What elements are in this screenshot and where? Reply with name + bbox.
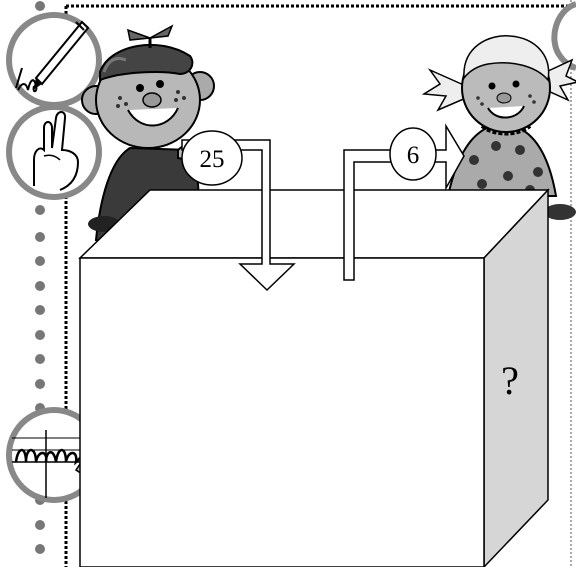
machine-box	[78, 188, 550, 567]
input-number-oval: 25	[181, 130, 243, 186]
box-front-face	[79, 257, 485, 567]
box-top-face	[78, 189, 550, 259]
input-number: 25	[200, 146, 225, 173]
girl-cartoon	[421, 35, 576, 220]
box-side-label: ?	[501, 358, 519, 403]
output-number: 6	[407, 142, 420, 169]
pencil-icon	[6, 12, 102, 108]
hand-two-fingers-icon	[6, 104, 102, 200]
output-number-oval: 6	[389, 127, 437, 181]
margin-dots	[35, 1, 45, 554]
corner-icon-fragment	[551, 1, 576, 71]
